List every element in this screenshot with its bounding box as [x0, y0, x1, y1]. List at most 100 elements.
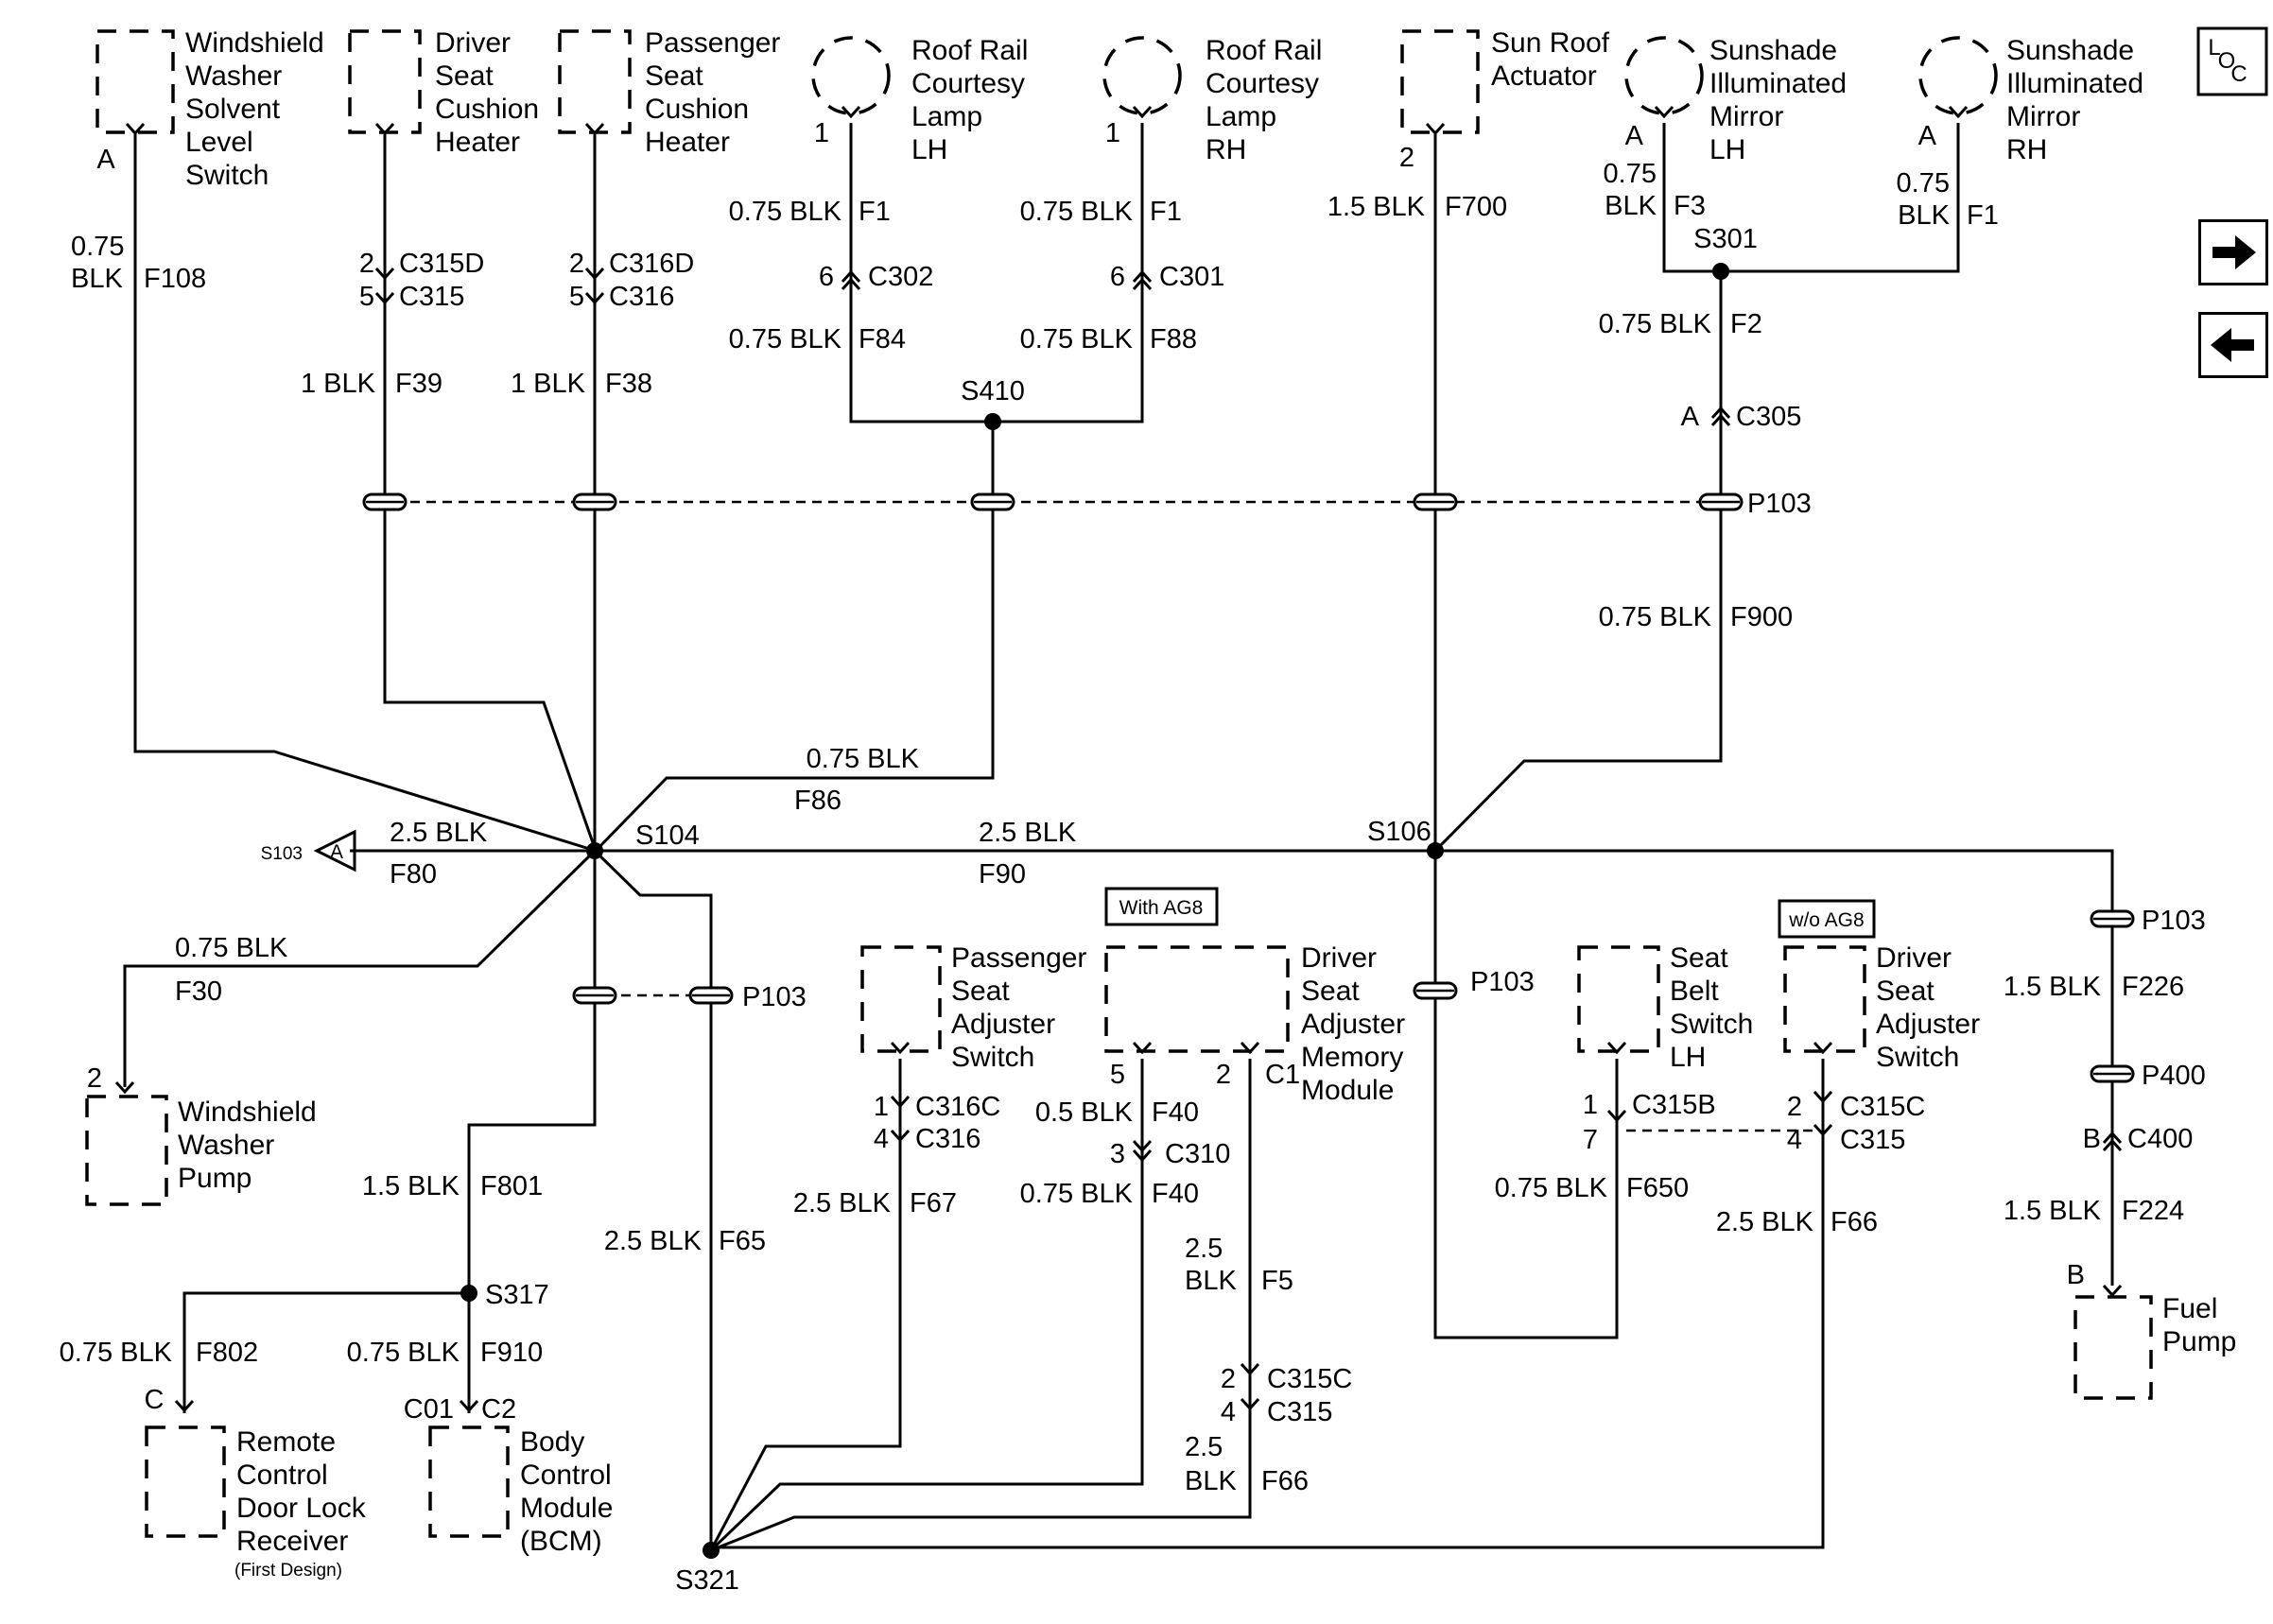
passenger-seat-adjuster-switch[interactable]	[860, 945, 942, 1053]
label-wire-f2: 0.75 BLK	[1599, 309, 1712, 339]
pin-chevron	[374, 267, 395, 281]
inline-connector	[1413, 981, 1458, 1000]
remote-control-door-lock-receiver[interactable]	[145, 1425, 226, 1538]
pin-chevron	[890, 1041, 911, 1055]
label-wire-f700: 1.5 BLK	[1327, 192, 1426, 222]
label-splice-s321: S321	[675, 1565, 739, 1596]
pin-chevron	[1710, 406, 1731, 420]
wire-f30	[123, 849, 597, 1087]
pin-chevrons	[114, 105, 2123, 1413]
label-conn-c315-dsch: C315	[399, 282, 464, 312]
label-circ-f650: F650	[1626, 1173, 1689, 1203]
label-conn-p103-left: P103	[742, 982, 807, 1012]
wire-f65	[593, 849, 713, 1550]
pin-chevron	[1132, 105, 1153, 119]
label-conn-c305: C305	[1736, 402, 1801, 432]
sunshade-illuminated-mirror-rh[interactable]	[1918, 36, 1998, 115]
label-wire-f84: 0.75 BLK	[729, 324, 842, 354]
roof-rail-courtesy-lamp-rh[interactable]	[1102, 36, 1182, 115]
roof-rail-courtesy-lamp-lh[interactable]	[811, 36, 891, 115]
seat-belt-switch-lh[interactable]	[1577, 945, 1660, 1053]
driver-seat-cushion-heater[interactable]	[348, 29, 422, 134]
driver-seat-adjuster-switch[interactable]	[1783, 945, 1866, 1053]
sunshade-illuminated-mirror-lh[interactable]	[1624, 36, 1704, 115]
wire-f801	[467, 851, 597, 1293]
label-pinA-mirror-rh: A	[1918, 121, 1937, 151]
fuel-pump[interactable]	[2073, 1295, 2153, 1400]
label-pinA-c305: A	[1681, 402, 1700, 432]
inline-connector	[2090, 909, 2135, 928]
pin-chevron	[2102, 1131, 2123, 1145]
label-circ-f108: F108	[144, 264, 206, 294]
label-conn-c400: C400	[2127, 1124, 2193, 1154]
first-design-note: (First Design)	[234, 1561, 342, 1581]
windshield-washer-pump[interactable]	[85, 1095, 168, 1206]
splice-s104	[586, 842, 603, 859]
components	[85, 29, 2153, 1538]
pin-chevron	[1710, 413, 1731, 427]
pin-chevron	[114, 1080, 135, 1095]
inline-connector	[2090, 1064, 2135, 1083]
label-conn-c315c-dsas: C315C	[1840, 1092, 1925, 1122]
label-conn-c316d: C316D	[609, 249, 694, 279]
label-circ-f910: F910	[480, 1338, 543, 1368]
label-pin2-mm: 2	[1216, 1060, 1231, 1090]
label-wire-f802: 0.75 BLK	[60, 1338, 173, 1368]
pin-chevron	[2102, 1138, 2123, 1152]
passenger-seat-cushion-heater[interactable]	[558, 29, 632, 134]
pin-chevron	[374, 122, 395, 136]
label-conn-c315-mm: C315	[1267, 1397, 1332, 1427]
label-wire-f1-rh: 0.75 BLK	[1020, 197, 1134, 227]
wire-f66	[711, 1059, 1825, 1549]
label-wire-f3: BLK	[1605, 191, 1657, 221]
offpage-connector-s103[interactable]: A S103	[261, 829, 356, 872]
driver-seat-adjuster-memory-module[interactable]	[1104, 945, 1290, 1053]
pin-chevron	[841, 277, 861, 291]
pin-chevron	[890, 1129, 911, 1143]
splice-s317	[460, 1285, 477, 1302]
body-control-module[interactable]	[428, 1425, 510, 1538]
label-conn-c316-psch: C316	[609, 282, 674, 312]
label-wire-f40-bot: 0.75 BLK	[1020, 1179, 1134, 1209]
pin-chevron	[2102, 1284, 2123, 1298]
label-circ-f66-mm: F66	[1261, 1466, 1309, 1496]
label-splice-s106: S106	[1367, 817, 1431, 847]
label-pin6-c301: 6	[1110, 262, 1125, 292]
arrow-right-icon	[2212, 235, 2256, 269]
label-pin6-c302: 6	[819, 262, 834, 292]
label-pinA-mirror-lh: A	[1625, 121, 1644, 151]
label-circ-f30: F30	[175, 976, 222, 1007]
label-pin5-mm: 5	[1110, 1060, 1125, 1090]
prev-page-button[interactable]	[2198, 312, 2268, 378]
next-page-button[interactable]	[2198, 219, 2268, 285]
label-wire-f86: 0.75 BLK	[807, 744, 920, 774]
pin-chevron	[890, 1095, 911, 1109]
label-pin1-c316c: 1	[874, 1092, 889, 1122]
label-circ-f1-mirror: F1	[1967, 200, 1999, 231]
label-pin1-lamp-lh: 1	[814, 118, 829, 148]
pin-chevron	[584, 291, 605, 305]
wire-f5-f66	[710, 1059, 1252, 1552]
sun-roof-actuator[interactable]	[1400, 29, 1480, 134]
label-pin2-sunroof: 2	[1399, 143, 1414, 173]
label-wire-f40-top: 0.5 BLK	[1035, 1097, 1134, 1128]
label-wire-f650: 0.75 BLK	[1495, 1173, 1608, 1203]
label-wire-f801: 1.5 BLK	[362, 1171, 460, 1201]
label-circ-f224: F224	[2122, 1196, 2184, 1226]
label-pin2-c316d: 2	[569, 249, 584, 279]
label-splice-s410: S410	[961, 376, 1025, 406]
label-circ-f40-bot: F40	[1152, 1179, 1199, 1209]
pin-chevron	[1606, 1109, 1627, 1123]
windshield-washer-solvent-level-switch[interactable]	[95, 29, 175, 134]
label-pin2-c315c-mm: 2	[1221, 1364, 1236, 1394]
label-conn-c316c: C316C	[915, 1092, 1000, 1122]
